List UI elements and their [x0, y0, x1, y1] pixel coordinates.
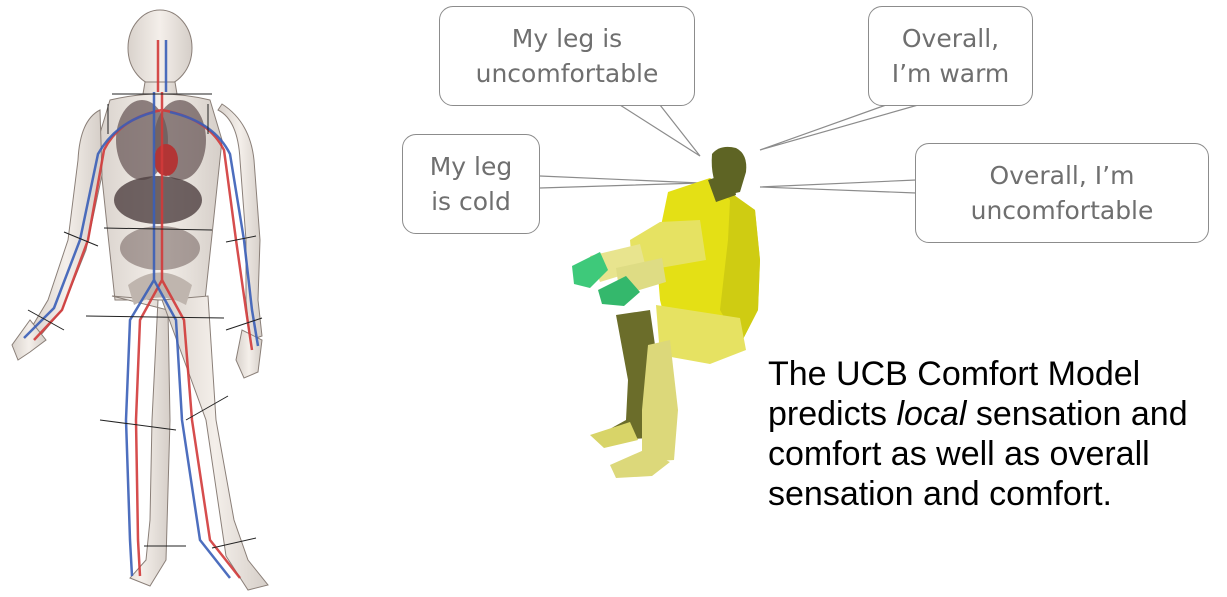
bubble-text-line: My leg is	[476, 21, 659, 56]
model-description: The UCB Comfort Model predicts local sen…	[768, 354, 1223, 514]
bubble-leg-uncomfortable: My leg is uncomfortable	[439, 6, 695, 106]
caption-text: predicts	[768, 395, 897, 433]
bubble-text-line: uncomfortable	[971, 193, 1154, 228]
bubble-text-line: is cold	[430, 184, 513, 219]
bubble-text-line: My leg	[430, 149, 513, 184]
caption-text: sensation and	[966, 395, 1187, 433]
bubble-text-line: Overall,	[892, 21, 1010, 56]
bubble-overall-uncomfortable: Overall, I’m uncomfortable	[915, 143, 1209, 243]
bubble-text-line: Overall, I’m	[971, 158, 1154, 193]
seated-manikin	[560, 140, 770, 485]
bubble-text-line: I’m warm	[892, 56, 1010, 91]
bubble-leg-cold: My leg is cold	[402, 134, 540, 234]
caption-line-4: sensation and comfort.	[768, 474, 1223, 514]
caption-line-1: The UCB Comfort Model	[768, 354, 1223, 394]
caption-line-2: predicts local sensation and	[768, 394, 1223, 434]
bubble-overall-warm: Overall, I’m warm	[868, 6, 1033, 106]
caption-emphasis: local	[897, 395, 967, 433]
caption-line-3: comfort as well as overall	[768, 434, 1223, 474]
bubble-text-line: uncomfortable	[476, 56, 659, 91]
